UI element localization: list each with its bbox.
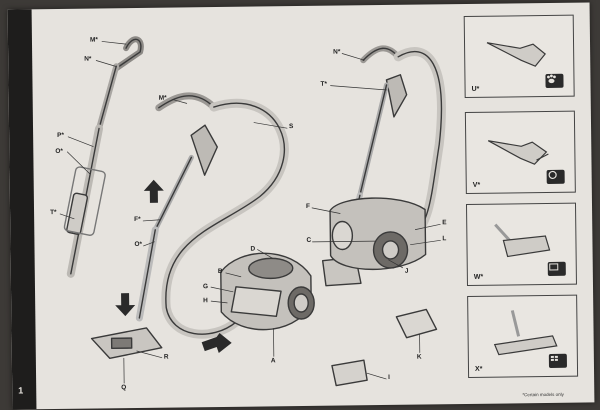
label-t-right: T* bbox=[320, 80, 328, 88]
panel-label-v: V* bbox=[472, 181, 481, 189]
paw-icon bbox=[545, 73, 564, 89]
label-a: A bbox=[270, 357, 276, 365]
label-l: L bbox=[442, 235, 447, 243]
panel-label-w: W* bbox=[473, 273, 484, 281]
label-o-mid: O* bbox=[134, 240, 143, 249]
label-d: D bbox=[250, 245, 256, 253]
accessory-panel-x: X* bbox=[467, 294, 579, 378]
label-m-mid: M* bbox=[158, 94, 167, 102]
panel-label-u: U* bbox=[471, 85, 480, 93]
panel-label-x: X* bbox=[474, 365, 483, 373]
footnote: *Certain models only bbox=[522, 391, 564, 398]
label-g: G bbox=[202, 283, 209, 291]
label-j: J bbox=[404, 267, 409, 275]
manual-page: 1 bbox=[7, 2, 595, 410]
label-o-left: O* bbox=[55, 147, 63, 155]
accessory-panel-u: U* bbox=[463, 14, 575, 98]
label-q: Q bbox=[121, 384, 127, 392]
label-n-right: N* bbox=[333, 48, 341, 56]
carpet-icon bbox=[547, 261, 566, 276]
label-p: P* bbox=[57, 131, 65, 139]
label-s-hose: S bbox=[288, 123, 294, 131]
label-m-handle: M* bbox=[89, 36, 98, 44]
label-t-left: T* bbox=[50, 208, 57, 217]
carpet-nozzle-drawing bbox=[494, 223, 551, 258]
label-r: R bbox=[163, 353, 169, 361]
label-c: C bbox=[306, 236, 312, 244]
accessory-panel-v: V* bbox=[464, 110, 576, 194]
telescopic-tube-drawing bbox=[63, 36, 144, 278]
leader-lines bbox=[59, 41, 441, 384]
label-i: I bbox=[388, 373, 390, 381]
dust-brush-icon bbox=[546, 169, 565, 184]
filter-drawings bbox=[331, 308, 438, 387]
label-e: E bbox=[442, 219, 447, 227]
label-f-right: F bbox=[305, 202, 311, 210]
label-n-handle: N* bbox=[84, 55, 92, 63]
label-k: K bbox=[416, 353, 422, 361]
label-f-mid: F* bbox=[134, 215, 141, 224]
hard-floor-icon bbox=[548, 353, 567, 368]
hard-floor-brush-drawing bbox=[493, 310, 558, 356]
pet-nozzle-drawing bbox=[486, 42, 547, 67]
label-b: B bbox=[217, 267, 223, 276]
label-h: H bbox=[203, 297, 208, 305]
vacuum-illustration bbox=[59, 36, 446, 387]
dust-brush-drawing bbox=[487, 140, 549, 165]
parked-vacuum-drawing bbox=[321, 45, 446, 287]
vacuum-body-drawing bbox=[90, 92, 315, 360]
accessory-panel-w: W* bbox=[465, 202, 577, 286]
assembly-arrows bbox=[115, 179, 232, 354]
